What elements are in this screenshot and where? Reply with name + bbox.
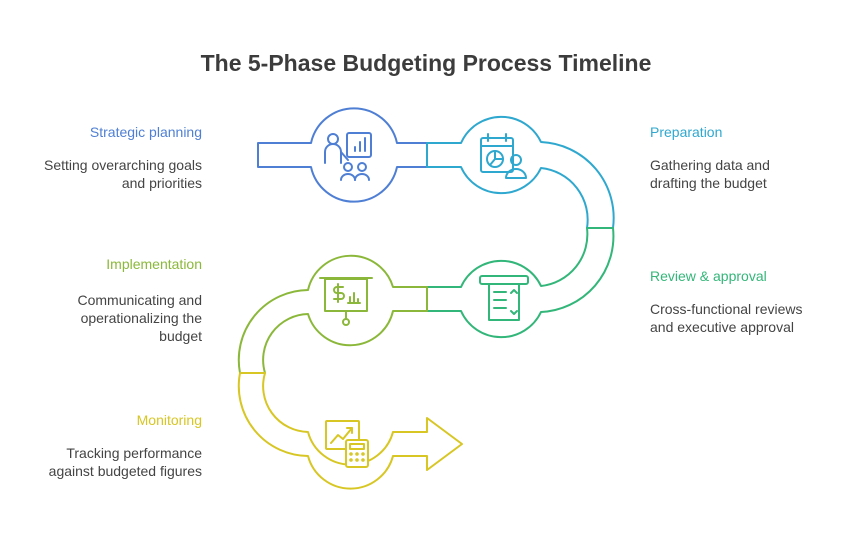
description-line: Communicating and [77, 292, 202, 308]
strategic-planning-description: Setting overarching goals and priorities [2, 156, 202, 192]
description-line: and priorities [121, 175, 202, 191]
review-approval-label: Review & approval [650, 268, 767, 284]
preparation-description: Gathering data and drafting the budget [650, 156, 850, 192]
description-line: Tracking performance [66, 445, 202, 461]
checklist-document-icon [479, 275, 529, 321]
description-line: Cross-functional reviews [650, 301, 803, 317]
monitoring-description: Tracking performance against budgeted fi… [2, 444, 202, 480]
implementation-segment [237, 254, 428, 374]
description-line: operationalizing the [80, 310, 202, 326]
preparation-label: Preparation [650, 124, 723, 140]
preparation-segment [426, 115, 615, 229]
calendar-report-user-icon [480, 133, 527, 179]
chart-calculator-icon [325, 420, 369, 468]
dollar-board-icon [319, 277, 373, 326]
description-line: drafting the budget [650, 175, 767, 191]
description-line: Setting overarching goals [44, 157, 202, 173]
description-line: Gathering data and [650, 157, 770, 173]
implementation-label: Implementation [106, 256, 202, 272]
description-line: budget [159, 328, 202, 344]
description-line: against budgeted figures [48, 463, 202, 479]
description-line: and executive approval [650, 319, 794, 335]
review-approval-description: Cross-functional reviews and executive a… [650, 300, 850, 336]
strategic-planning-label: Strategic planning [89, 124, 202, 140]
diagram-title: The 5-Phase Budgeting Process Timeline [200, 50, 652, 76]
monitoring-label: Monitoring [136, 412, 202, 428]
presentation-team-icon [324, 132, 372, 181]
review-segment [426, 227, 615, 339]
implementation-description: Communicating and operationalizing the b… [2, 291, 202, 345]
